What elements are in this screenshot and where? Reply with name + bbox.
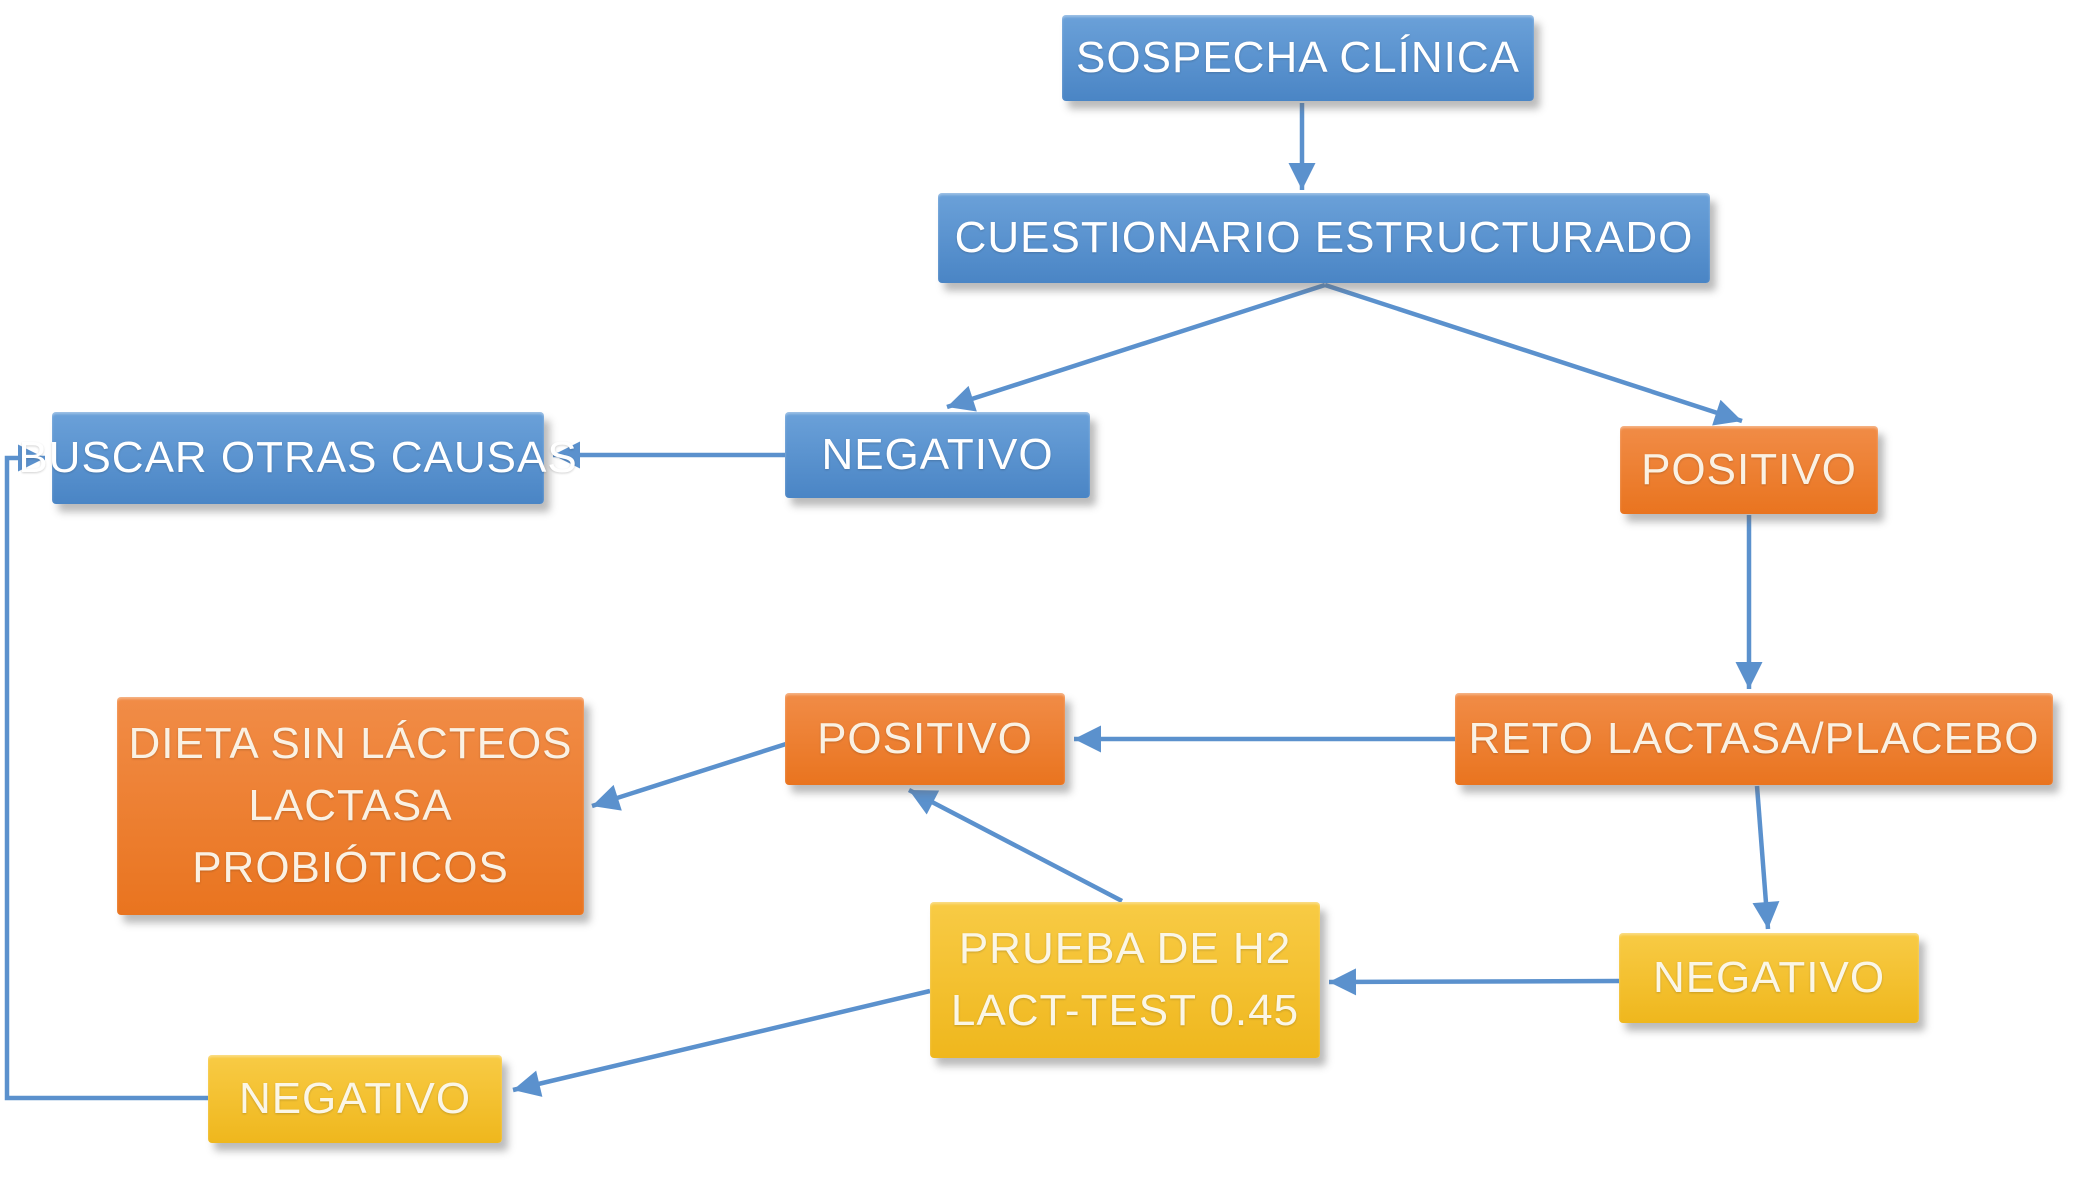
- node-label: BUSCAR OTRAS CAUSAS: [18, 433, 578, 482]
- edge-negativo-loop-to-buscar-otras-causas: [4, 444, 208, 1101]
- node-label-line: LACT-TEST 0.45: [950, 986, 1300, 1035]
- edge-prueba-h2-to-positivo: [907, 788, 1124, 903]
- node-label: RETO LACTASA/PLACEBO: [1468, 714, 2040, 763]
- node-label-line: PROBIÓTICOS: [192, 843, 509, 892]
- node-positivo-cuestionario: POSITIVO: [1620, 426, 1878, 514]
- node-sospecha-clinica: SOSPECHA CLÍNICA: [1062, 15, 1534, 101]
- node-label: NEGATIVO: [1652, 953, 1886, 1002]
- node-positivo-reto: POSITIVO: [785, 693, 1065, 785]
- node-label-line: PRUEBA DE H2: [958, 924, 1292, 973]
- node-label: NEGATIVO: [238, 1074, 472, 1123]
- node-label-line: LACTASA: [248, 781, 453, 830]
- edge-positivo-to-dieta: [591, 741, 787, 811]
- node-label: POSITIVO: [1641, 445, 1857, 494]
- node-label: POSITIVO: [817, 714, 1033, 763]
- edge-cuestionario-to-negativo: [946, 282, 1326, 412]
- node-negativo-cuestionario: NEGATIVO: [785, 412, 1090, 498]
- edge-negativo-to-prueba-h2: [1328, 968, 1620, 996]
- node-buscar-otras-causas: BUSCAR OTRAS CAUSAS: [18, 412, 577, 504]
- node-label: CUESTIONARIO ESTRUCTURADO: [954, 213, 1694, 262]
- node-negativo-reto: NEGATIVO: [1619, 933, 1919, 1023]
- edge-reto-to-negativo: [1752, 785, 1780, 930]
- node-dieta-tratamiento: DIETA SIN LÁCTEOS LACTASA PROBIÓTICOS: [117, 697, 584, 915]
- edge-prueba-h2-to-negativo: [512, 988, 931, 1097]
- node-reto-lactasa-placebo: RETO LACTASA/PLACEBO: [1455, 693, 2053, 785]
- node-negativo-prueba-h2: NEGATIVO: [208, 1055, 502, 1143]
- node-label-line: DIETA SIN LÁCTEOS: [128, 719, 573, 768]
- edge-cuestionario-to-positivo: [1324, 282, 1743, 426]
- node-prueba-h2: PRUEBA DE H2 LACT-TEST 0.45: [930, 902, 1320, 1058]
- node-cuestionario-estructurado: CUESTIONARIO ESTRUCTURADO: [938, 193, 1710, 283]
- node-label: NEGATIVO: [821, 430, 1054, 479]
- node-label: SOSPECHA CLÍNICA: [1076, 33, 1520, 82]
